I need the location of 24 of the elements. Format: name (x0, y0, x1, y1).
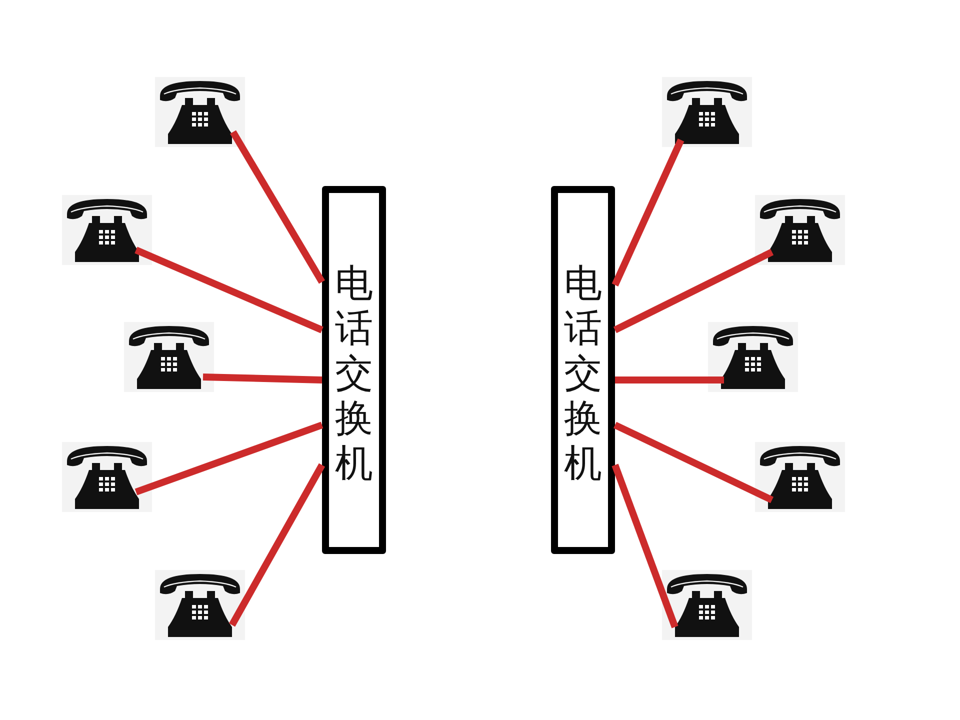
connection-line (134, 422, 324, 496)
telephone-icon (708, 322, 798, 392)
telephone-icon (155, 77, 245, 147)
connection-line (613, 248, 774, 334)
connection-line (615, 376, 724, 384)
exchange-label: 电话交换机 (334, 261, 374, 486)
connection-line (202, 374, 322, 384)
connection-line (614, 422, 774, 504)
exchange-box (322, 186, 386, 554)
telephone-icon (755, 195, 845, 265)
connection-line (612, 138, 684, 286)
telephone-icon (155, 570, 245, 640)
exchange-label: 电话交换机 (563, 261, 603, 486)
telephone-icon (124, 322, 214, 392)
telephone-icon (755, 442, 845, 512)
connection-line (134, 246, 324, 334)
connection-line (228, 463, 326, 627)
exchange-box (551, 186, 615, 554)
telephone-icon (662, 570, 752, 640)
connection-line (230, 130, 326, 284)
telephone-icon (62, 195, 152, 265)
telephone-icon (62, 442, 152, 512)
connection-line (612, 464, 678, 628)
telephone-icon (662, 77, 752, 147)
